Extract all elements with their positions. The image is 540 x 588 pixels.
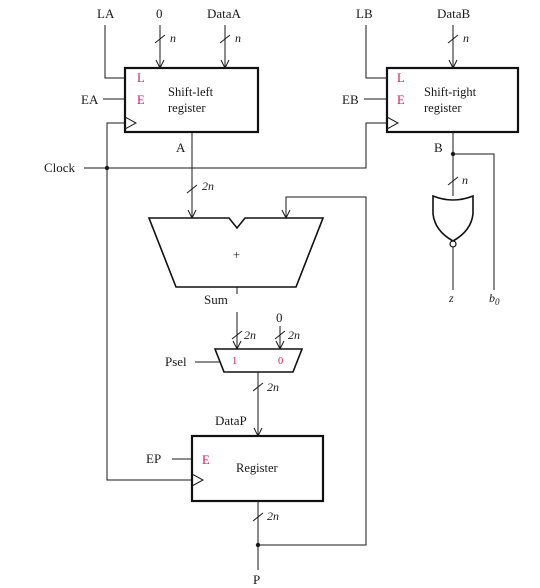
b0-output-label: b0 (489, 291, 500, 307)
clock-wire-register (106, 168, 192, 481)
ea-label: EA (81, 92, 99, 107)
data-a-label: DataA (207, 6, 242, 21)
zero-input-bus-slash (154, 34, 166, 44)
shift-right-e-port: E (397, 93, 405, 107)
lb-wire (365, 25, 387, 79)
data-a-width: n (235, 31, 241, 45)
a-bus-slash (186, 184, 198, 194)
zero-mux-bus-slash (274, 330, 286, 340)
shift-right-register: L E Shift-right register (385, 66, 520, 134)
multiplexer: 1 0 (213, 348, 304, 373)
p-output-label: P (253, 572, 260, 587)
mux-input-1-label: 1 (232, 356, 237, 367)
mux-input-0-label: 0 (278, 356, 283, 367)
sum-bus-width: 2n (244, 328, 256, 342)
b-output-bus-slash (447, 176, 459, 186)
feedback-arrow (281, 209, 291, 220)
la-label: LA (97, 6, 115, 21)
data-a-arrow (220, 59, 230, 70)
register-e-port: E (202, 453, 210, 467)
p-register: E Register (190, 434, 325, 503)
clock-wire-shift-left (106, 122, 125, 168)
z-output-label: z (448, 291, 454, 305)
datap-bus-width: 2n (267, 380, 279, 394)
shift-left-register: L E Shift-left register (123, 66, 260, 134)
register-clock-triangle (191, 473, 205, 487)
p-output-width: 2n (267, 509, 279, 523)
shift-left-title: Shift-left (168, 85, 214, 99)
zero-input-arrow (155, 59, 165, 70)
shift-left-e-port: E (137, 93, 145, 107)
shift-right-subtitle: register (424, 101, 462, 115)
shift-right-clock-triangle (386, 116, 400, 130)
register-title: Register (236, 461, 278, 475)
shift-left-subtitle: register (168, 101, 206, 115)
b-output-width: n (462, 173, 468, 187)
psel-label: Psel (165, 354, 187, 369)
data-b-arrow (448, 59, 458, 70)
clock-label: Clock (44, 160, 76, 175)
p-output-bus-slash (252, 512, 264, 522)
shift-right-l-port: L (397, 71, 405, 85)
shift-left-l-port: L (137, 71, 145, 85)
b0-wire (453, 153, 495, 290)
zero-top-label: 0 (156, 6, 163, 21)
p-output-junction (255, 542, 261, 548)
zero-mux-label: 0 (276, 310, 283, 325)
adder: + (147, 217, 325, 288)
feedback-wire (258, 196, 367, 546)
a-bus-width: 2n (202, 179, 214, 193)
zero-mux-width: 2n (288, 328, 300, 342)
data-b-bus-slash (447, 34, 459, 44)
data-a-bus-slash (219, 34, 231, 44)
shift-left-clock-triangle (124, 116, 138, 130)
ep-label: EP (146, 451, 161, 466)
nor-gate (432, 194, 474, 248)
datap-label: DataP (215, 413, 247, 428)
adder-symbol: + (233, 248, 240, 262)
datap-bus-slash (252, 382, 264, 392)
zero-input-width: n (170, 31, 176, 45)
clock-wire-main (84, 122, 387, 169)
b-output-label: B (434, 140, 443, 155)
lb-label: LB (356, 6, 373, 21)
la-wire (104, 25, 125, 79)
clock-junction (104, 165, 110, 171)
shift-right-title: Shift-right (424, 85, 477, 99)
data-b-label: DataB (437, 6, 471, 21)
eb-label: EB (342, 92, 359, 107)
data-b-width: n (463, 31, 469, 45)
a-output-label: A (176, 140, 186, 155)
sum-label: Sum (204, 292, 228, 307)
sum-bus-slash (231, 330, 243, 340)
